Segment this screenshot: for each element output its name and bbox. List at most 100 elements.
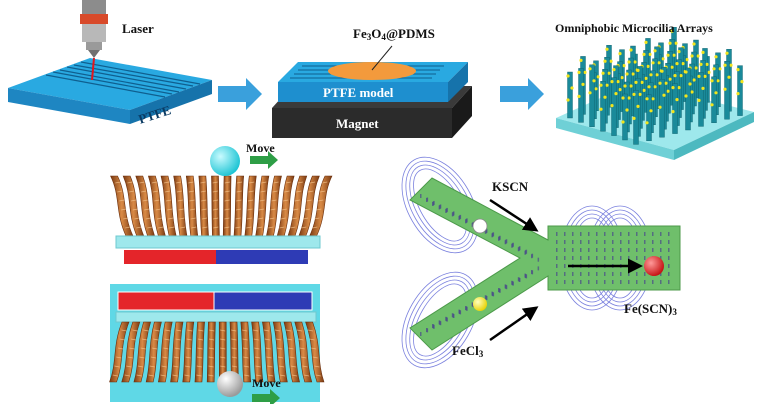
cilia-particle [638,92,642,96]
cilia-pillar [685,67,691,131]
cilia-particle [703,74,707,78]
process-arrow-2 [500,78,544,110]
cilia-pillar [646,94,652,142]
fecl3-label: FeCl3 [452,343,484,359]
cilia-particle [603,95,607,99]
cilia-particle [679,74,683,78]
field-loop [401,156,479,254]
cilia-particle [671,86,675,90]
cilia-particle [640,80,644,84]
cilium [122,175,145,237]
cilia-particle [579,58,583,63]
cilium [287,175,308,237]
cilia-particle [607,71,611,75]
cilium [160,175,177,237]
laser-grooves [45,61,201,98]
cilium [298,175,320,237]
cilium [194,321,205,383]
cilium [173,175,188,237]
cilia-down-panel [109,284,325,404]
cilia-particle [736,92,740,96]
cilia-pillar [711,76,717,124]
cilia-particle [592,79,596,83]
cilia-particle [648,52,652,57]
cilia-particle [599,107,603,111]
cilia-particle [605,83,609,87]
cilia-particle [705,62,709,66]
field-loop [405,160,475,250]
lower-droplet [217,371,243,397]
cilia-particle [612,68,616,72]
cilia-particle [621,120,625,124]
cilia-particle [692,78,696,82]
cilia-particle [627,96,631,100]
ptfe-sheet-panel [8,58,212,124]
cilia-particle [634,80,638,84]
cilia-particle [594,87,598,91]
cilia-pillar [622,93,628,141]
cilia-particle [642,88,646,92]
y-channel-body [409,177,681,351]
cilia-upper-row [110,175,333,237]
cilia-particle [625,108,629,112]
cilia-particle [577,94,581,98]
cilia-particle [627,60,631,64]
cilia-particle [736,68,740,72]
cilia-particle [621,96,625,100]
product-droplet [644,256,664,276]
cilia-particle [677,86,681,90]
cilia-particle [685,58,689,62]
cilia-particle [712,67,716,71]
cilia-particle [605,47,609,51]
cilia-particle [588,67,592,71]
cilia-particle [645,121,649,125]
y-channel-panel [401,156,681,369]
pdms-coating [328,62,416,80]
cilium [185,175,199,237]
cilia-particle [671,110,675,114]
cilium [276,175,295,237]
cilia-particle [609,59,613,63]
cilia-particle [694,66,698,70]
cilia-particle [642,52,646,57]
cilia-particle [636,68,640,72]
cilia-particle [622,64,626,68]
cilia-particle [710,79,714,83]
cilia-particle [620,76,624,80]
cilia-particle [740,80,744,84]
cilia-particle [649,109,653,113]
cilia-particle [675,62,679,66]
magnet-block [272,108,452,138]
lower-move-arrow [252,389,280,404]
cilia-particle [675,98,679,102]
field-loop [401,271,479,369]
cilia-particle [661,57,665,61]
cilia-up-panel [110,146,333,264]
cilia-particle [681,62,685,66]
process-arrow-1 [218,78,262,110]
cilia-particle [723,87,727,91]
cilia-particle [688,82,692,86]
fe-scn-3-label: Fe(SCN)3 [624,301,677,317]
cilia-particle [649,73,653,77]
cilia-particle [653,85,657,89]
cilia-particle [566,98,570,102]
cilia-particle [644,40,648,45]
cilia-particle [692,42,696,46]
cilia-particle [660,69,664,73]
cilia-particle [658,81,662,85]
cilia-particle [651,97,655,101]
cilia-particle [566,74,570,78]
cilium [255,175,270,237]
cilia-particle [699,62,703,66]
cilia-particle [644,76,648,80]
upper-magnet-blue [216,250,308,264]
kscn-flow-arrow [489,198,539,232]
ptfe-model-label: PTFE model [323,85,394,100]
cilia-particle [725,51,729,55]
cilium [309,175,333,237]
cilia-particle [662,93,666,97]
cilia-particle [646,64,650,68]
